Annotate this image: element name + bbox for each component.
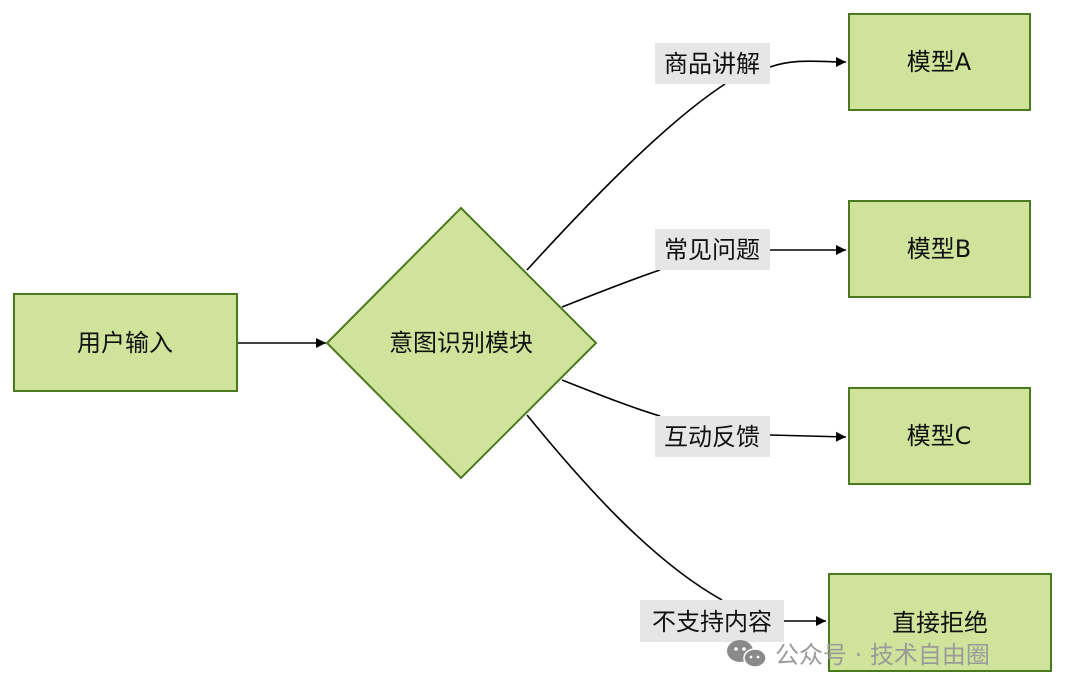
edge-label-interaction-feedback: 互动反馈 [655,416,770,457]
edge-intent-to-model-a [526,83,726,271]
edge-label-unsupported-content-text: 不支持内容 [652,608,772,636]
node-model-b-label: 模型B [907,235,971,263]
node-direct-reject-label: 直接拒绝 [892,609,988,637]
edge-label-a-to-model-a [769,56,847,68]
node-model-a: 模型A [848,13,1031,111]
edge-label-interaction-feedback-text: 互动反馈 [664,423,760,451]
node-model-c: 模型C [848,387,1031,485]
node-user-input: 用户输入 [13,293,238,392]
node-model-b: 模型B [848,200,1031,298]
node-model-a-label: 模型A [907,48,972,76]
node-intent-recognition-label: 意图识别模块 [389,329,533,357]
watermark-text: 公众号 · 技术自由圈 [775,641,990,669]
edge-intent-to-model-c [561,379,661,417]
edge-intent-to-reject [526,414,723,601]
edge-intent-to-model-b [561,269,661,308]
edge-label-faq: 常见问题 [655,229,770,270]
edge-label-unsupported-content: 不支持内容 [640,600,784,642]
edge-label-faq-text: 常见问题 [664,236,760,264]
node-direct-reject: 直接拒绝 [828,573,1052,672]
node-intent-recognition: 意图识别模块 [325,206,598,480]
node-user-input-label: 用户输入 [77,329,173,357]
edge-label-c-to-model-c [769,431,847,442]
watermark: 公众号 · 技术自由圈 [727,640,990,669]
edge-label-product-explain: 商品讲解 [655,43,770,84]
node-model-c-label: 模型C [907,422,972,450]
edge-label-product-explain-text: 商品讲解 [664,50,760,78]
wechat-icon [727,640,767,668]
